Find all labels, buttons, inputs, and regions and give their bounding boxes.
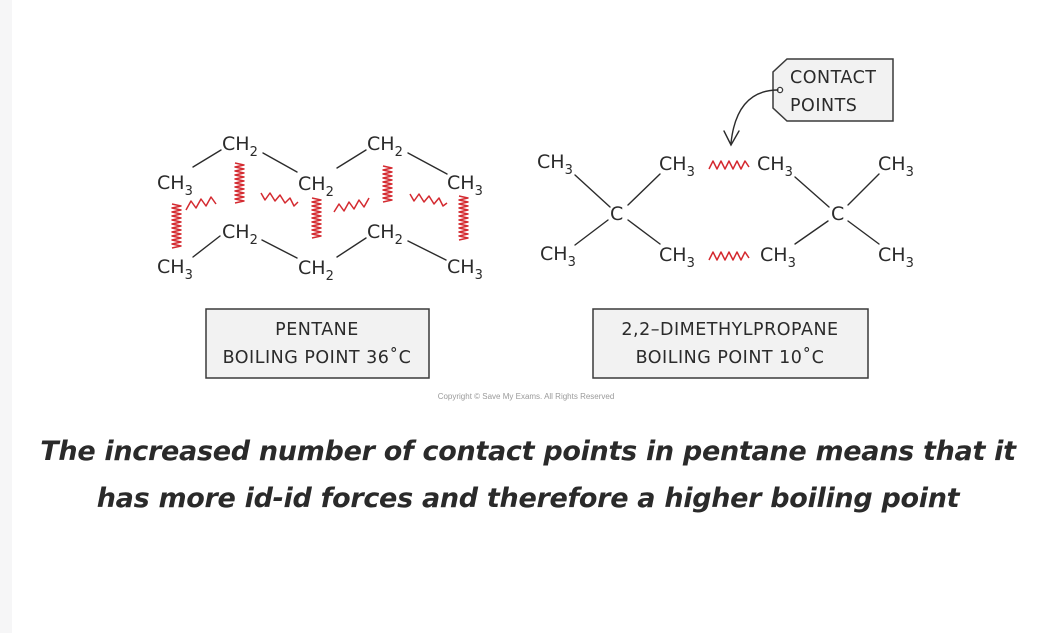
dimethylpropane-name: 2,2–DIMETHYLPROPANE bbox=[621, 320, 838, 340]
group-ch3: CH3 bbox=[447, 256, 483, 283]
group-ch2: CH2 bbox=[298, 173, 334, 200]
group-ch3: CH3 bbox=[757, 153, 793, 180]
explanation-caption: The increased number of contact points i… bbox=[40, 436, 1016, 514]
group-ch3: CH3 bbox=[659, 153, 695, 180]
dimethylpropane-boiling-point: BOILING POINT 10˚C bbox=[636, 347, 825, 368]
dimethylpropane-label-box: 2,2–DIMETHYLPROPANE BOILING POINT 10˚C bbox=[592, 308, 869, 379]
contact-wiggle-1 bbox=[171, 203, 182, 249]
contact-wiggle-8 bbox=[409, 193, 448, 207]
contact-wiggle-2 bbox=[185, 196, 217, 211]
group-ch3: CH3 bbox=[540, 243, 576, 270]
curved-arrow-icon bbox=[723, 89, 779, 147]
group-ch3: CH3 bbox=[157, 172, 193, 199]
intermolecular-forces-diagram: CH3 CH2 CH2 CH2 CH3 CH3 CH2 CH2 CH2 CH3 … bbox=[157, 58, 914, 401]
pentane-label-box: PENTANE BOILING POINT 36˚C bbox=[205, 308, 430, 379]
group-ch3: CH3 bbox=[537, 151, 573, 178]
tag-line-1: CONTACT bbox=[790, 68, 877, 88]
contact-wiggle-5 bbox=[311, 197, 322, 239]
group-ch3: CH3 bbox=[157, 256, 193, 283]
contact-wiggle-4 bbox=[260, 192, 299, 207]
group-ch2: CH2 bbox=[367, 221, 403, 248]
contact-wiggle-7 bbox=[382, 165, 393, 203]
pentane-bonds bbox=[192, 149, 448, 261]
pentane-molecules: CH3 CH2 CH2 CH2 CH3 CH3 CH2 CH2 CH2 CH3 bbox=[157, 133, 483, 284]
contact-wiggle-3 bbox=[234, 162, 245, 204]
contact-wiggle-9 bbox=[458, 195, 469, 241]
contact-points-tag: CONTACT POINTS bbox=[772, 58, 894, 122]
group-ch2: CH2 bbox=[298, 257, 334, 284]
pentane-boiling-point: BOILING POINT 36˚C bbox=[223, 347, 412, 368]
tag-line-2: POINTS bbox=[790, 96, 857, 116]
dimethylpropane-bonds bbox=[574, 173, 880, 246]
dimethylpropane-molecules: CH3 CH3 C CH3 CH3 CH3 CH3 C CH3 CH3 bbox=[537, 151, 914, 271]
group-ch3: CH3 bbox=[659, 244, 695, 271]
pentane-contact-points bbox=[171, 162, 469, 249]
group-ch3: CH3 bbox=[878, 153, 914, 180]
central-carbon: C bbox=[831, 203, 844, 225]
copyright-notice: Copyright © Save My Exams. All Rights Re… bbox=[438, 392, 615, 401]
group-ch3: CH3 bbox=[447, 172, 483, 199]
contact-wiggle-upper bbox=[708, 160, 750, 170]
page-margin-strip bbox=[0, 0, 12, 633]
pentane-name: PENTANE bbox=[275, 320, 359, 340]
contact-wiggle-lower bbox=[708, 251, 750, 261]
central-carbon: C bbox=[610, 203, 623, 225]
dimethylpropane-contact-points bbox=[708, 160, 750, 261]
group-ch3: CH3 bbox=[760, 244, 796, 271]
group-ch3: CH3 bbox=[878, 244, 914, 271]
group-ch2: CH2 bbox=[222, 221, 258, 248]
contact-wiggle-6 bbox=[333, 197, 370, 213]
group-ch2: CH2 bbox=[222, 133, 258, 160]
group-ch2: CH2 bbox=[367, 133, 403, 160]
